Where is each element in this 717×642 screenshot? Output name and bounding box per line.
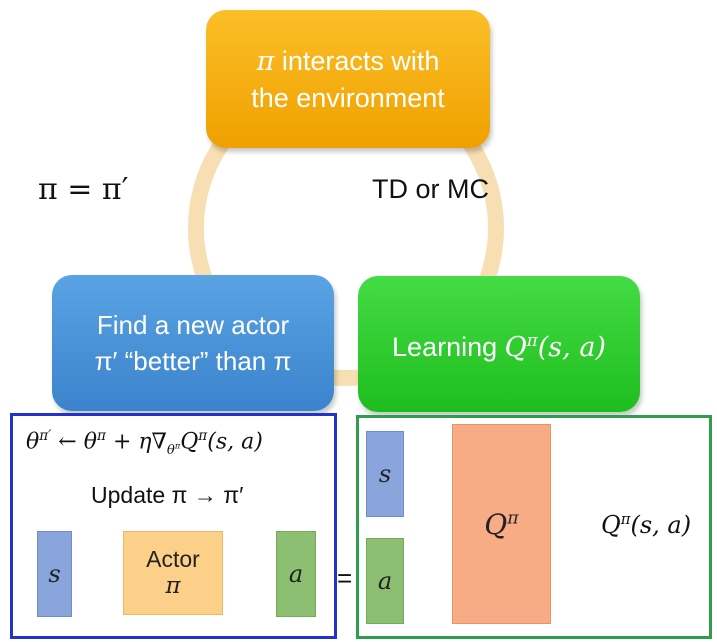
actor-network-box: Actor π <box>123 531 223 615</box>
critic-state-input: s <box>366 431 404 517</box>
q-network-label: Qπ <box>484 507 519 541</box>
actor-action-output: a <box>276 531 316 617</box>
interact-line2: the environment <box>251 82 445 113</box>
update-label: Update π → π′ <box>91 482 244 508</box>
q-network-box: Qπ <box>452 424 551 624</box>
equals-sign: = <box>337 563 353 593</box>
policy-update-equation: π = π′ <box>38 172 129 207</box>
q-output-label: Qπ(s, a) <box>601 510 692 539</box>
critic-action-input: a <box>366 538 404 624</box>
interact-box: π interacts with the environment <box>206 10 490 148</box>
find-actor-line2: π′ “better” than π <box>94 346 292 376</box>
actor-state-input: s <box>37 531 72 617</box>
td-mc-label: TD or MC <box>372 174 489 204</box>
interact-line1: π interacts with <box>256 45 440 77</box>
gradient-update-equation: θπ′ ← θπ + η∇θπQπ(s, a) <box>26 428 263 458</box>
learning-box: Learning Qπ(s, a) <box>358 276 640 412</box>
find-actor-box: Find a new actor π′ “better” than π <box>52 275 334 411</box>
learning-label: Learning Qπ(s, a) <box>392 330 606 363</box>
actor-label: Actor <box>146 546 200 572</box>
actor-symbol: π <box>165 573 181 599</box>
find-actor-line1: Find a new actor <box>96 310 290 340</box>
